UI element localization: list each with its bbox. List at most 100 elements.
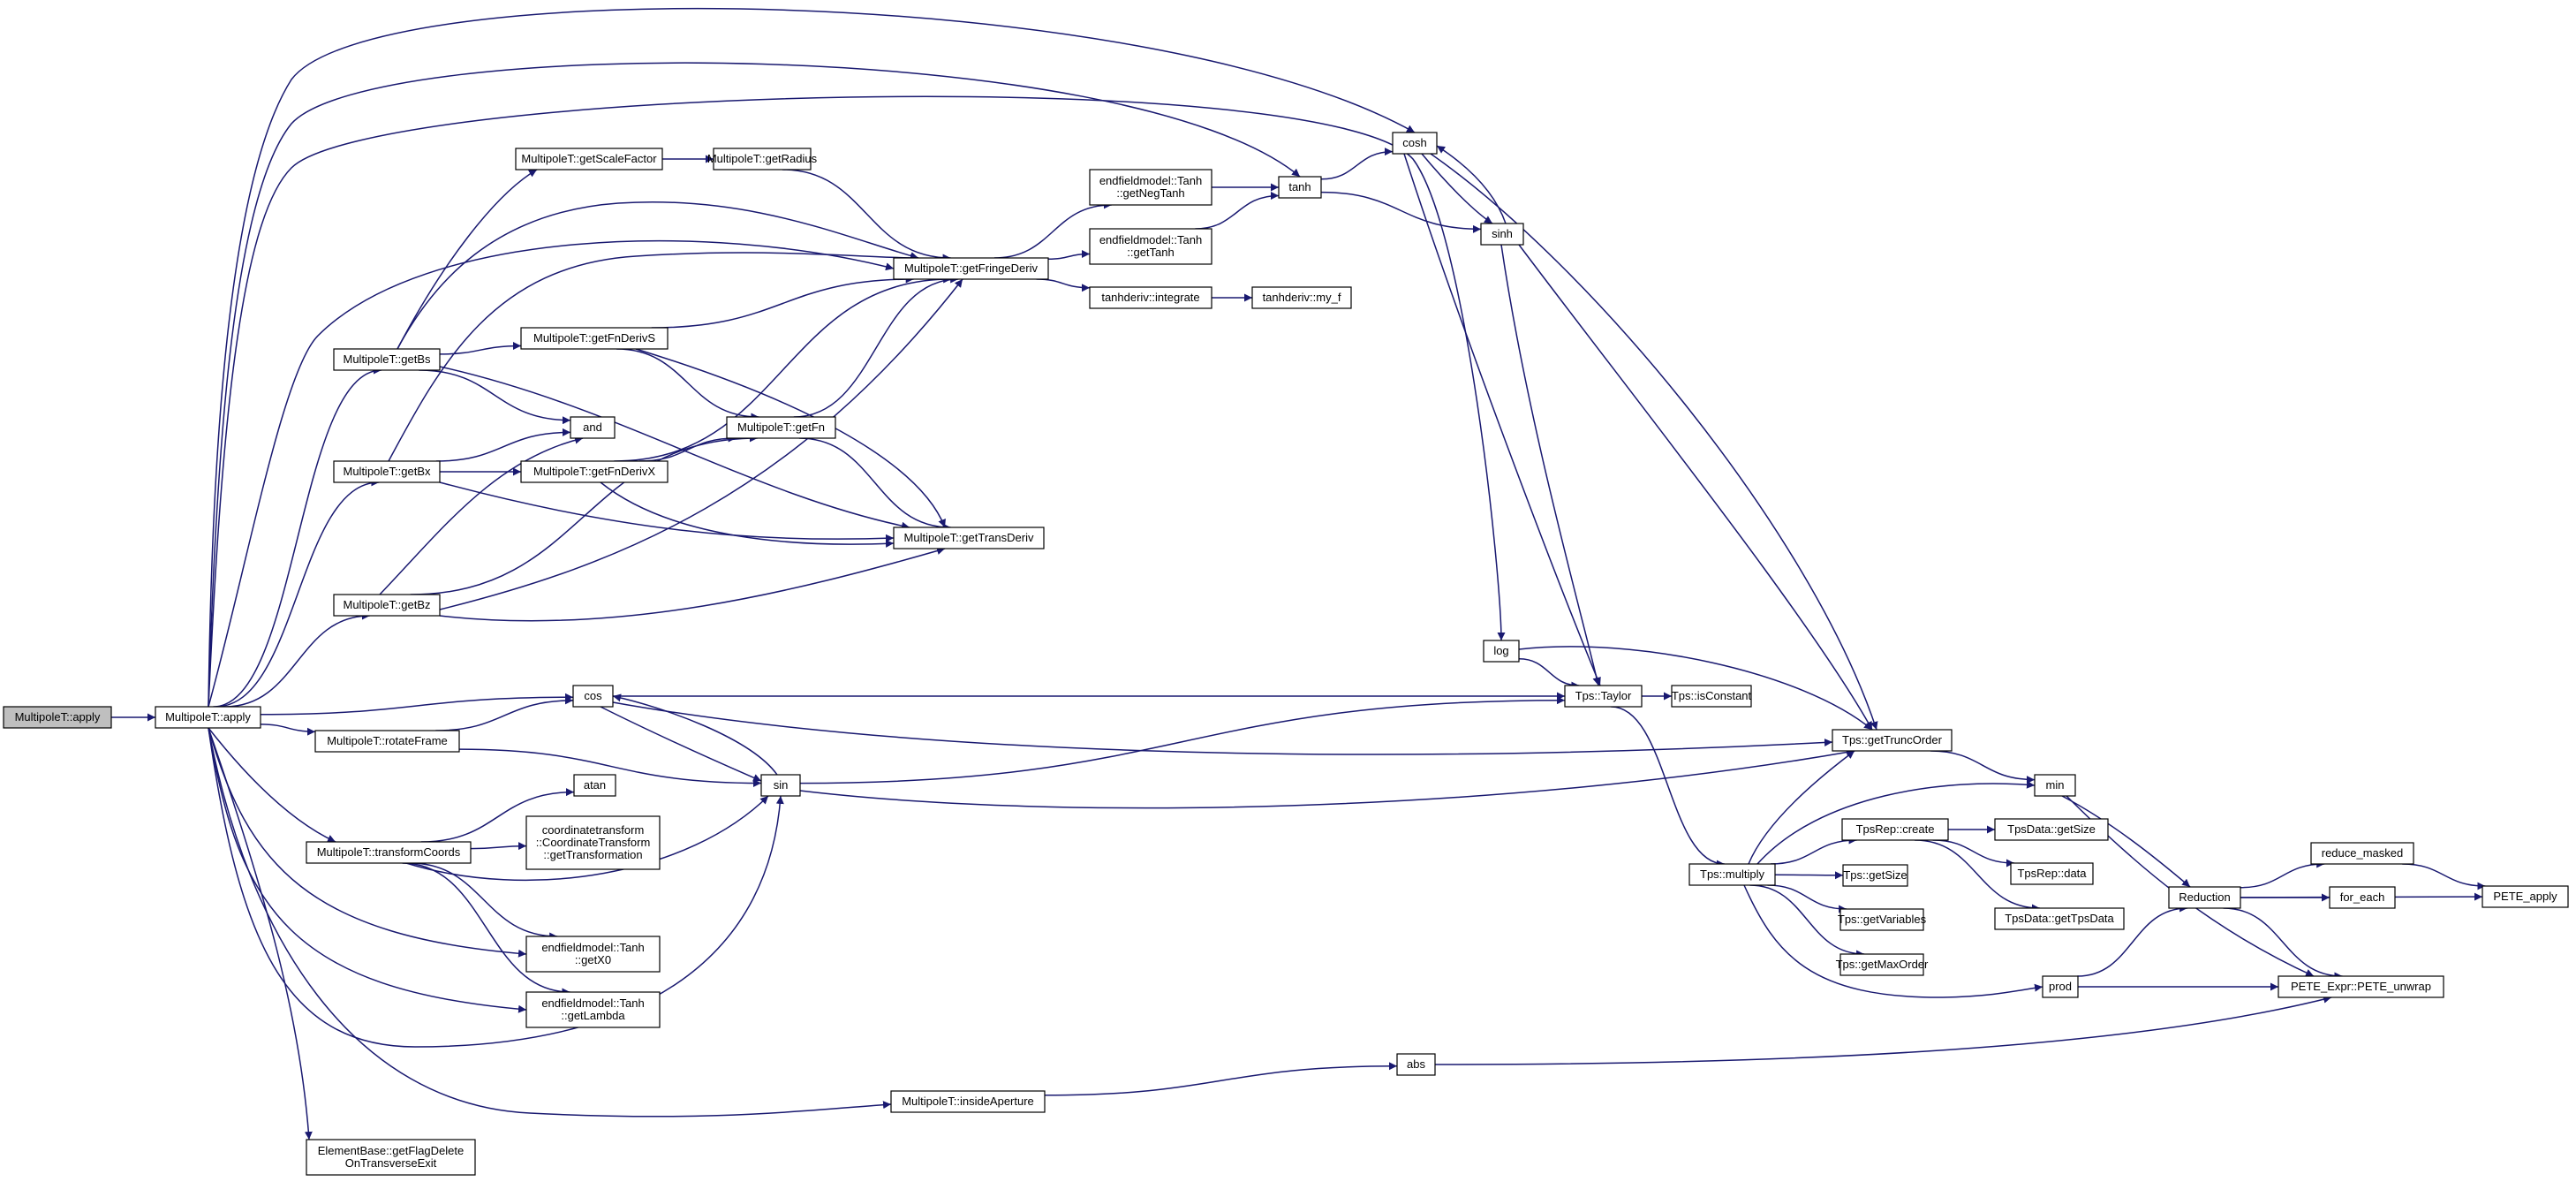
- node-getRadius-box: [713, 148, 812, 170]
- node-getBs[interactable]: MultipoleT::getBs: [333, 348, 441, 371]
- node-cosh-box: [1392, 132, 1438, 155]
- node-tpsDataGetSize-box: [1994, 818, 2109, 841]
- node-getLambda[interactable]: endfieldmodel::Tanh::getLambda: [525, 991, 661, 1028]
- node-getTransformation-label: coordinatetransform: [542, 823, 645, 837]
- edge-getFringeDeriv-to-getNegTanh: [993, 201, 1112, 259]
- edge-getFnDerivS-to-getFn: [616, 348, 759, 421]
- node-getFlagDelete-box: [306, 1139, 476, 1176]
- node-getX0[interactable]: endfieldmodel::Tanh::getX0: [525, 936, 661, 973]
- node-getTransDeriv[interactable]: MultipoleT::getTransDeriv: [893, 527, 1045, 549]
- node-insideAperture[interactable]: MultipoleT::insideAperture: [890, 1090, 1046, 1113]
- node-getSize[interactable]: Tps::getSize: [1842, 864, 1908, 887]
- node-getTransDeriv-box: [893, 527, 1045, 549]
- edge-sin-to-cos: [612, 693, 778, 776]
- edge-getBs-to-getFnDerivS: [439, 342, 522, 355]
- node-log[interactable]: log: [1483, 640, 1520, 663]
- node-tpsRepCreate[interactable]: TpsRep::create: [1841, 818, 1949, 841]
- node-atan-label: atan: [584, 778, 606, 792]
- node-multiply[interactable]: Tps::multiply: [1688, 863, 1776, 886]
- node-forEach[interactable]: for_each: [2329, 886, 2396, 909]
- node-taylor[interactable]: Tps::Taylor: [1564, 685, 1643, 708]
- node-getBz[interactable]: MultipoleT::getBz: [333, 594, 441, 617]
- node-getFnDerivS[interactable]: MultipoleT::getFnDerivS: [520, 327, 669, 350]
- node-getVariables-box: [1839, 908, 1924, 931]
- node-getTruncOrder[interactable]: Tps::getTruncOrder: [1832, 729, 1953, 752]
- node-getNegTanh[interactable]: endfieldmodel::Tanh::getNegTanh: [1089, 169, 1212, 206]
- node-atan[interactable]: atan: [573, 774, 616, 797]
- node-getSize-label: Tps::getSize: [1843, 868, 1907, 882]
- node-getTransformation[interactable]: coordinatetransform::CoordinateTransform…: [525, 815, 661, 870]
- node-getFn-box: [726, 416, 836, 439]
- node-peteUnwrap[interactable]: PETE_Expr::PETE_unwrap: [2278, 975, 2444, 998]
- node-apply-box: [155, 706, 261, 729]
- node-sinh[interactable]: sinh: [1480, 223, 1524, 246]
- node-getBx[interactable]: MultipoleT::getBx: [333, 460, 441, 483]
- node-rotateFrame[interactable]: MultipoleT::rotateFrame: [314, 730, 460, 753]
- node-tpsRepData-box: [2010, 862, 2094, 885]
- node-getFringeDeriv-box: [893, 257, 1049, 280]
- node-getFn-label: MultipoleT::getFn: [737, 421, 825, 434]
- node-cosh[interactable]: cosh: [1392, 132, 1438, 155]
- node-getFlagDelete[interactable]: ElementBase::getFlagDeleteOnTransverseEx…: [306, 1139, 476, 1176]
- node-root[interactable]: MultipoleT::apply: [3, 706, 112, 729]
- node-and[interactable]: and: [570, 416, 616, 439]
- node-prod[interactable]: prod: [2042, 975, 2079, 998]
- node-getFringeDeriv[interactable]: MultipoleT::getFringeDeriv: [893, 257, 1049, 280]
- node-taylor-label: Tps::Taylor: [1575, 689, 1632, 702]
- node-abs-box: [1396, 1053, 1436, 1076]
- node-peteApply[interactable]: PETE_apply: [2482, 885, 2569, 908]
- node-getFn[interactable]: MultipoleT::getFn: [726, 416, 836, 439]
- node-getFnDerivX[interactable]: MultipoleT::getFnDerivX: [520, 460, 669, 483]
- edge-apply-to-cos: [260, 693, 574, 716]
- node-cos[interactable]: cos: [572, 685, 614, 708]
- edge-getFringeDeriv-to-getTanh: [1047, 250, 1091, 261]
- node-isConstant[interactable]: Tps::isConstant: [1671, 685, 1752, 708]
- node-getBx-box: [333, 460, 441, 483]
- edge-sinh-to-getTruncOrder: [1518, 244, 1873, 731]
- node-min[interactable]: min: [2034, 774, 2076, 797]
- node-peteApply-label: PETE_apply: [2493, 890, 2557, 903]
- node-taylor-box: [1564, 685, 1643, 708]
- node-min-label: min: [2046, 778, 2065, 792]
- node-getTransformation-label: ::getTransformation: [543, 848, 642, 861]
- node-getFnDerivS-label: MultipoleT::getFnDerivS: [533, 331, 655, 345]
- node-getRadius[interactable]: MultipoleT::getRadius: [707, 148, 818, 170]
- node-sin[interactable]: sin: [760, 774, 801, 797]
- node-reduction[interactable]: Reduction: [2168, 886, 2241, 909]
- node-multiply-label: Tps::multiply: [1700, 868, 1764, 881]
- node-reduceMasked-box: [2310, 842, 2414, 865]
- edge-getBx-to-and: [435, 428, 571, 462]
- node-getMaxOrder-box: [1839, 953, 1924, 976]
- edge-getFn-to-getTransDeriv: [798, 437, 951, 532]
- node-tanh[interactable]: tanh: [1278, 176, 1322, 199]
- node-getX0-label: endfieldmodel::Tanh: [541, 941, 644, 954]
- node-integrate[interactable]: tanhderiv::integrate: [1089, 286, 1212, 309]
- node-tpsDataGetSize[interactable]: TpsData::getSize: [1994, 818, 2109, 841]
- node-getMaxOrder[interactable]: Tps::getMaxOrder: [1836, 953, 1929, 976]
- edge-getBz-to-and: [379, 436, 584, 595]
- node-root-label: MultipoleT::apply: [15, 710, 101, 724]
- node-my_f-label: tanhderiv::my_f: [1263, 291, 1341, 304]
- node-getScaleFactor[interactable]: MultipoleT::getScaleFactor: [515, 148, 663, 170]
- node-insideAperture-label: MultipoleT::insideAperture: [902, 1095, 1034, 1108]
- node-log-label: log: [1493, 644, 1508, 657]
- edge-getFnDerivX-to-getFn: [638, 434, 737, 462]
- node-tanh-label: tanh: [1288, 180, 1311, 193]
- node-tpsRepData[interactable]: TpsRep::data: [2010, 862, 2094, 885]
- node-getVariables[interactable]: Tps::getVariables: [1838, 908, 1927, 931]
- edge-getFnDerivX-to-getFringeDeriv: [614, 275, 952, 462]
- node-apply[interactable]: MultipoleT::apply: [155, 706, 261, 729]
- node-getLambda-box: [525, 991, 661, 1028]
- node-my_f[interactable]: tanhderiv::my_f: [1251, 286, 1352, 309]
- node-getBx-label: MultipoleT::getBx: [344, 465, 431, 478]
- node-tpsRepCreate-box: [1841, 818, 1949, 841]
- node-abs[interactable]: abs: [1396, 1053, 1436, 1076]
- node-isConstant-label: Tps::isConstant: [1672, 689, 1752, 702]
- node-reduceMasked[interactable]: reduce_masked: [2310, 842, 2414, 865]
- edge-getBs-to-getTransDeriv: [439, 366, 910, 530]
- node-transformCoords[interactable]: MultipoleT::transformCoords: [306, 841, 472, 864]
- node-rotateFrame-box: [314, 730, 460, 753]
- node-getTpsData[interactable]: TpsData::getTpsData: [1994, 907, 2125, 930]
- node-getTanh[interactable]: endfieldmodel::Tanh::getTanh: [1089, 228, 1212, 265]
- edge-tanh-to-sinh: [1320, 191, 1482, 233]
